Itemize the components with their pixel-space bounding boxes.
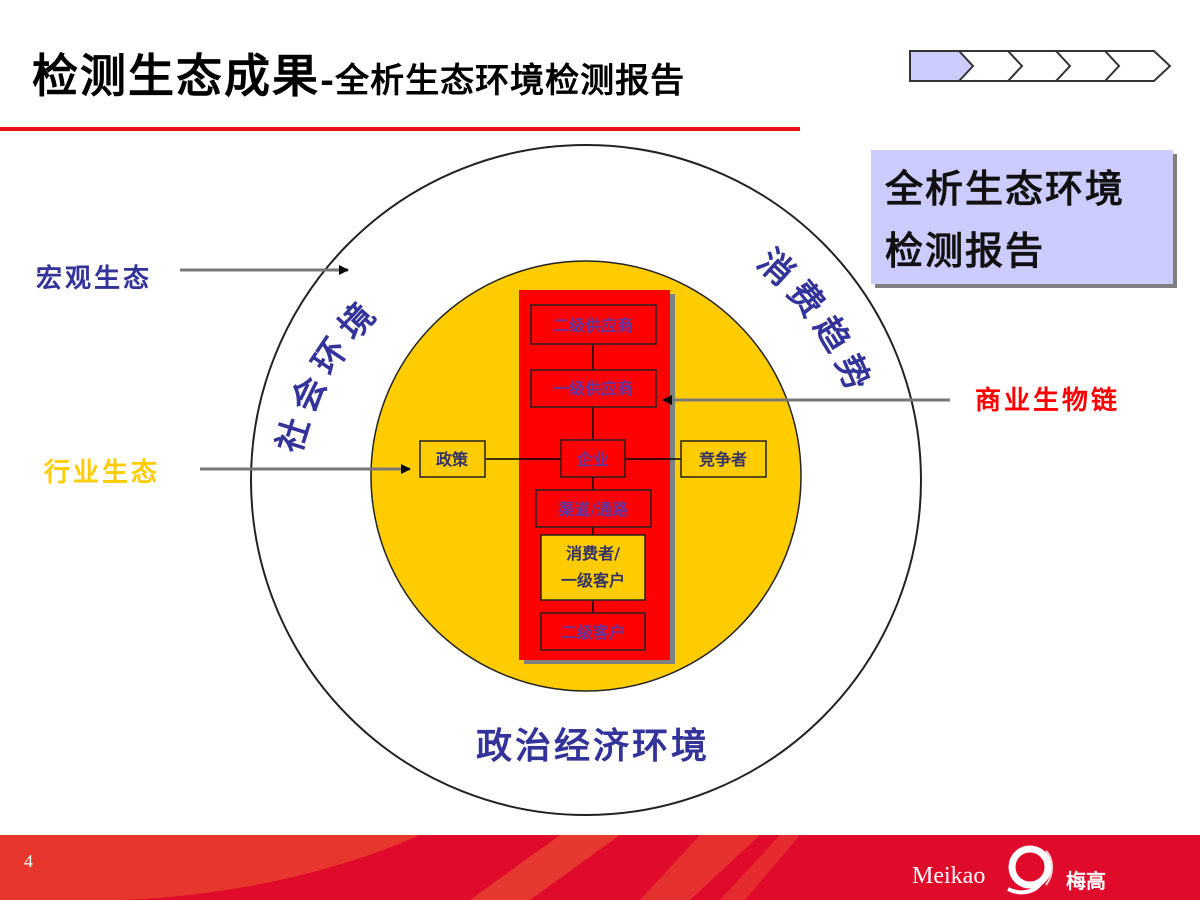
node-consumer: 消费者/ 一级客户	[540, 534, 646, 601]
title-main: 检测生态成果	[32, 49, 320, 103]
brand-name-cn: 梅高	[1066, 869, 1106, 893]
label-macro-ecology: 宏观生态	[36, 264, 153, 294]
label-business-chain: 商业生物链	[975, 386, 1121, 416]
node-competitor: 竞争者	[680, 440, 767, 478]
node-policy: 政策	[419, 440, 486, 478]
progress-chevrons	[909, 50, 1172, 82]
ecosystem-diagram: 二级供应商 一级供应商 企业 渠道/通路 消费者/ 一级客户 二级客户 政策 竞…	[180, 144, 950, 816]
svg-text:政策: 政策	[436, 450, 469, 469]
footer-band: 4 Meikao 梅高	[0, 835, 1200, 900]
page-number: 4	[24, 851, 33, 871]
svg-text:竞争者: 竞争者	[699, 450, 747, 469]
brand-name-en: Meikao	[912, 863, 986, 889]
node-tier2-supplier: 二级供应商	[530, 304, 657, 345]
svg-text:企业: 企业	[576, 450, 609, 469]
title-subtitle: 全析生态环境检测报告	[335, 61, 686, 101]
footer-swoosh-decoration	[0, 835, 800, 900]
svg-text:消费者/: 消费者/	[566, 544, 620, 563]
svg-text:渠道/通路: 渠道/通路	[558, 500, 629, 519]
svg-text:二级供应商: 二级供应商	[553, 316, 633, 335]
svg-text:二级客户: 二级客户	[561, 623, 625, 642]
svg-text:一级客户: 一级客户	[561, 571, 625, 590]
progress-step-1-active	[909, 50, 975, 82]
label-industry-ecology: 行业生态	[44, 458, 161, 488]
callout-line-2: 检测报告	[885, 228, 1046, 273]
node-tier1-supplier: 一级供应商	[530, 369, 657, 408]
ring-label-political-economic: 政治经济环境	[476, 725, 710, 767]
node-tier2-customer: 二级客户	[540, 612, 646, 651]
svg-text:一级供应商: 一级供应商	[553, 379, 633, 398]
slide-title: 检测生态成果-全析生态环境检测报告	[32, 40, 685, 106]
chain-connectors	[486, 344, 681, 613]
meikao-logo-icon	[1007, 845, 1053, 895]
title-underline	[0, 127, 800, 131]
callout-line-1: 全析生态环境	[885, 166, 1126, 211]
report-callout: 全析生态环境 检测报告	[871, 150, 1173, 284]
node-channel: 渠道/通路	[535, 489, 652, 528]
node-enterprise: 企业	[560, 439, 626, 478]
title-separator: -	[320, 61, 336, 101]
